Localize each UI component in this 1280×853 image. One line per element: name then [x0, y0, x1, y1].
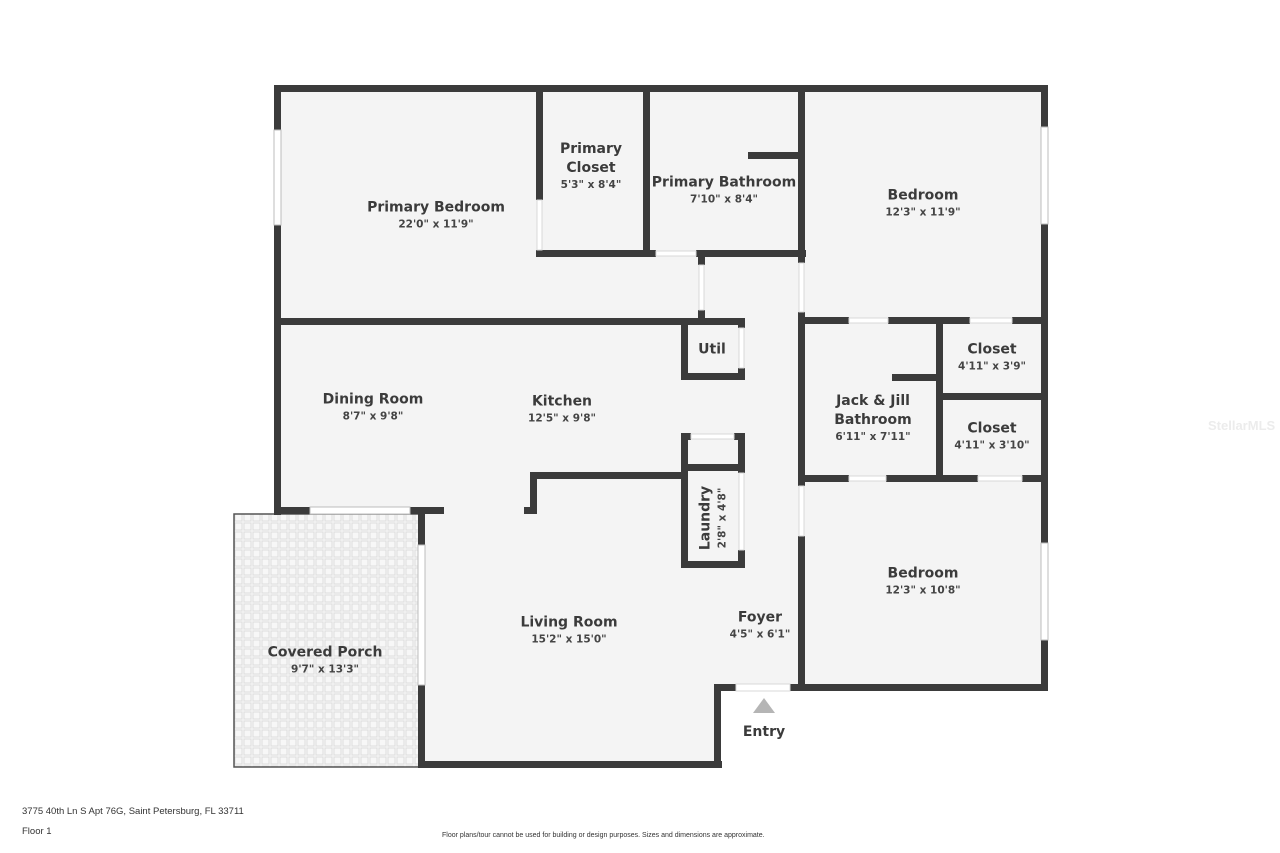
- room-jack-jill-bathroom: Jack & Jill Bathroom 6'11" x 7'11": [834, 393, 912, 443]
- room-laundry: Laundry 2'8" x 4'8": [697, 485, 729, 551]
- entry-label: Entry: [742, 724, 786, 740]
- room-bedroom-lower: Bedroom 12'3" x 10'8": [885, 565, 961, 597]
- room-dining-room: Dining Room 8'7" x 9'8": [322, 391, 424, 423]
- watermark: StellarMLS: [1208, 418, 1276, 433]
- address-text: 3775 40th Ln S Apt 76G, Saint Petersburg…: [22, 806, 244, 817]
- floor-label: Floor 1: [22, 826, 52, 837]
- entry-arrow-icon: [753, 698, 775, 713]
- room-primary-bathroom: Primary Bathroom 7'10" x 8'4": [651, 174, 797, 206]
- room-foyer: Foyer 4'5" x 6'1": [729, 609, 791, 641]
- room-closet-upper: Closet 4'11" x 3'9": [958, 341, 1026, 373]
- room-primary-closet: Primary Closet 5'3" x 8'4": [559, 141, 623, 191]
- room-covered-porch: Covered Porch 9'7" x 13'3": [267, 644, 383, 676]
- room-kitchen: Kitchen 12'5" x 9'8": [528, 393, 596, 425]
- room-primary-bedroom: Primary Bedroom 22'0" x 11'9": [367, 199, 505, 231]
- covered-porch-floor: [233, 513, 422, 768]
- room-util: Util: [698, 341, 726, 358]
- disclaimer-text: Floor plans/tour cannot be used for buil…: [442, 832, 765, 839]
- room-closet-lower: Closet 4'11" x 3'10": [954, 420, 1030, 452]
- interior-walls: [277, 88, 1044, 691]
- room-bedroom-upper: Bedroom 12'3" x 11'9": [885, 187, 961, 219]
- room-living-room: Living Room 15'2" x 15'0": [520, 614, 618, 646]
